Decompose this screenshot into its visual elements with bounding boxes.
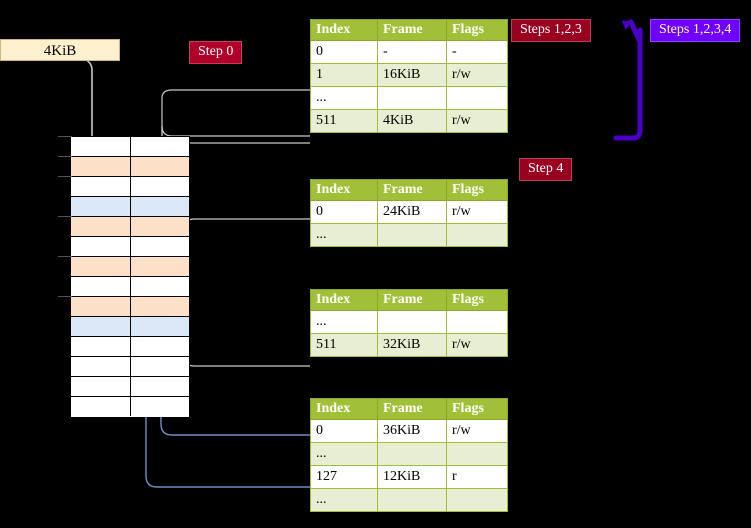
table-cell: r/w xyxy=(446,419,508,443)
frame-tick-mark xyxy=(58,156,72,157)
steps-123-badge: Steps 1,2,3 xyxy=(511,19,591,42)
table-cell: 1 xyxy=(310,63,378,87)
table-cell: ... xyxy=(310,488,378,512)
frame-tick-mark xyxy=(58,216,72,217)
table-cell: - xyxy=(446,40,508,64)
table-cell: 16KiB xyxy=(377,63,447,87)
frame-size-label: 4KiB xyxy=(0,39,120,61)
table-cell xyxy=(377,86,447,110)
table-cell: r xyxy=(446,465,508,489)
table-row: ... xyxy=(310,223,508,247)
table-cell: 12KiB xyxy=(377,465,447,489)
table-cell xyxy=(446,223,508,247)
table-cell: ... xyxy=(310,223,378,247)
table-cell: 0 xyxy=(310,200,378,224)
table-cell: 511 xyxy=(310,109,378,133)
column-header-flags: Flags xyxy=(446,19,508,41)
column-header-frame: Frame xyxy=(377,289,447,311)
table-cell xyxy=(377,488,447,512)
table-cell xyxy=(446,488,508,512)
table-cell xyxy=(446,310,508,334)
column-header-index: Index xyxy=(310,179,378,201)
table-cell: - xyxy=(377,40,447,64)
column-header-flags: Flags xyxy=(446,179,508,201)
table-cell: r/w xyxy=(446,63,508,87)
table-cell: ... xyxy=(310,86,378,110)
table-cell: 511 xyxy=(310,333,378,357)
table-row: ... xyxy=(310,442,508,466)
column-header-index: Index xyxy=(310,398,378,420)
table-cell: 127 xyxy=(310,465,378,489)
table-cell: 4KiB xyxy=(377,109,447,133)
table-cell: r/w xyxy=(446,109,508,133)
table-cell: r/w xyxy=(446,200,508,224)
frame-tick-mark xyxy=(58,256,72,257)
table-cell xyxy=(446,442,508,466)
table-cell: 0 xyxy=(310,419,378,443)
step-4-badge: Step 4 xyxy=(519,158,573,181)
column-header-flags: Flags xyxy=(446,398,508,420)
table-cell xyxy=(446,86,508,110)
memory-column-divider xyxy=(130,136,131,416)
table-cell: ... xyxy=(310,310,378,334)
table-cell: 0 xyxy=(310,40,378,64)
column-header-index: Index xyxy=(310,19,378,41)
frame-tick-mark xyxy=(58,176,72,177)
steps-1234-badge: Steps 1,2,3,4 xyxy=(650,19,741,42)
table-cell xyxy=(377,442,447,466)
column-header-frame: Frame xyxy=(377,179,447,201)
table-cell xyxy=(377,310,447,334)
column-header-frame: Frame xyxy=(377,19,447,41)
step-0-badge: Step 0 xyxy=(189,41,243,64)
table-row: ... xyxy=(310,86,508,110)
column-header-frame: Frame xyxy=(377,398,447,420)
table-cell xyxy=(377,223,447,247)
table-cell: 36KiB xyxy=(377,419,447,443)
column-header-index: Index xyxy=(310,289,378,311)
table-row: ... xyxy=(310,310,508,334)
table-cell: 32KiB xyxy=(377,333,447,357)
column-header-flags: Flags xyxy=(446,289,508,311)
table-cell: ... xyxy=(310,442,378,466)
frame-tick-mark xyxy=(58,296,72,297)
table-cell: r/w xyxy=(446,333,508,357)
table-row: 0-- xyxy=(310,40,508,64)
table-row: ... xyxy=(310,488,508,512)
frame-tick-mark xyxy=(58,136,72,137)
table-cell: 24KiB xyxy=(377,200,447,224)
